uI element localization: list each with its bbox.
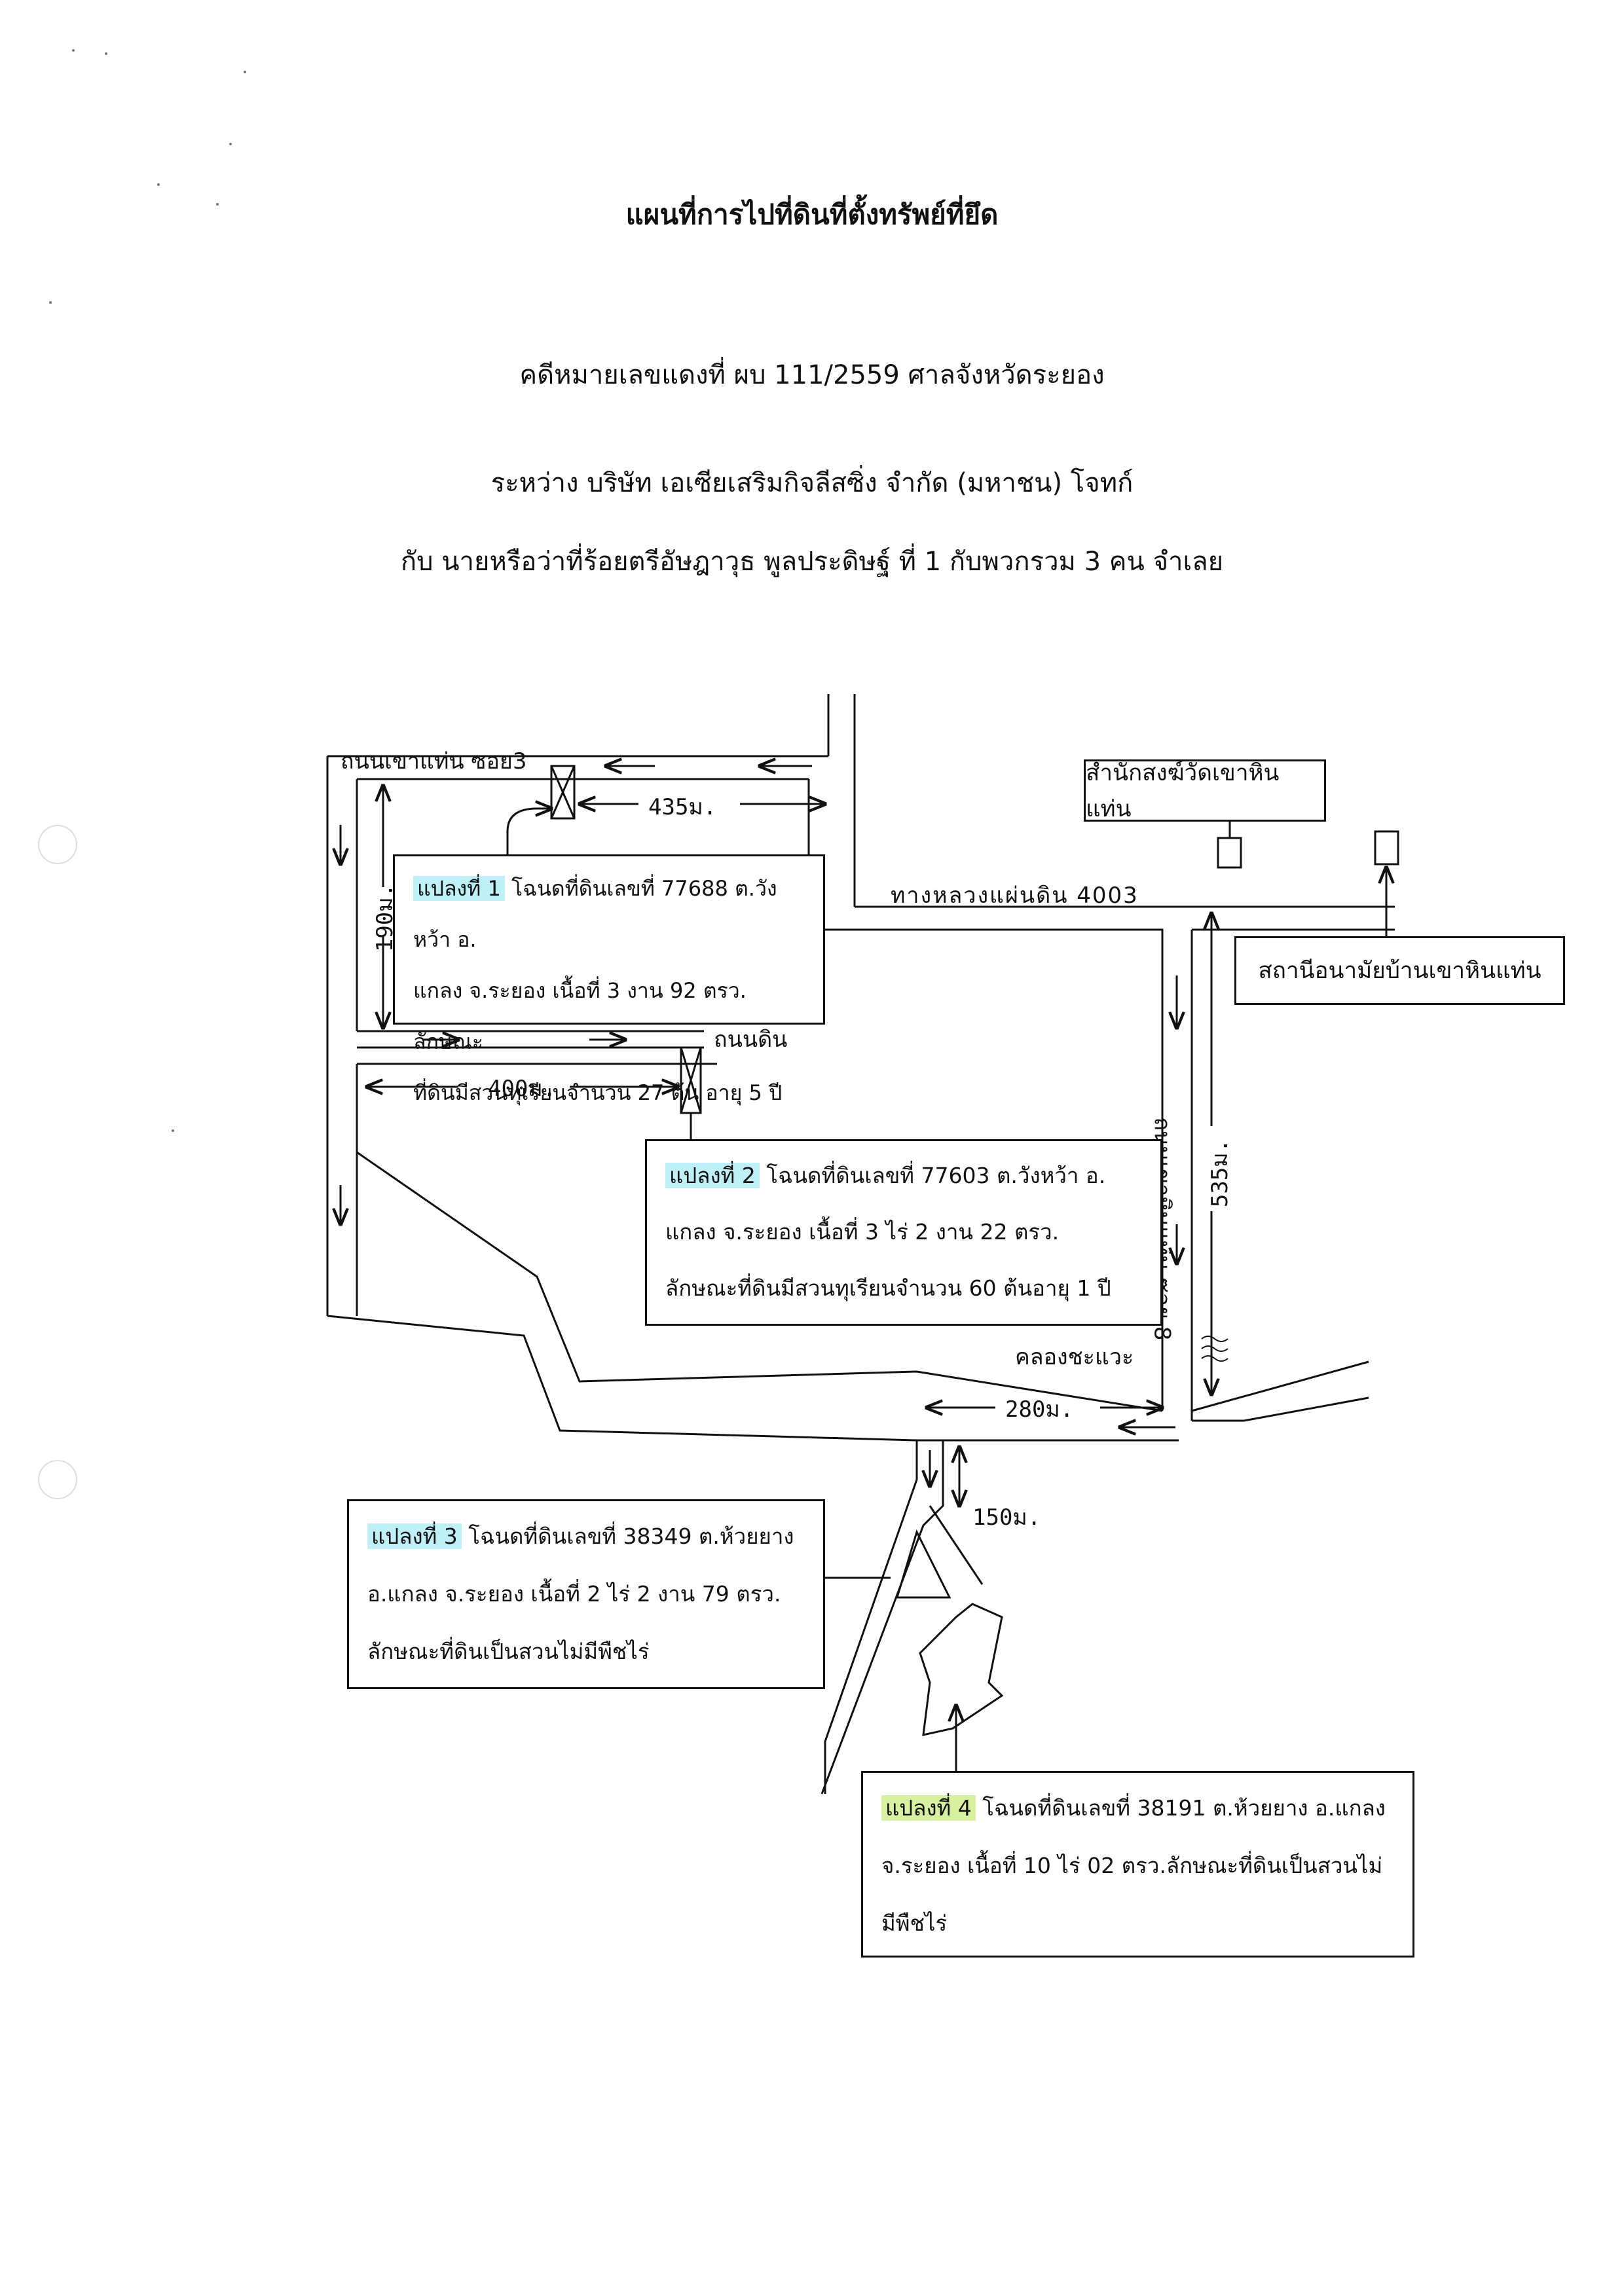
road-label-dirt: ถนนดิน <box>714 1027 788 1053</box>
temple-box: สำนักสงฆ์วัดเขาหินแท่น <box>1084 759 1326 822</box>
plot4-parcel <box>919 1603 1004 1736</box>
distance-535m: 535ม. <box>1207 1139 1234 1208</box>
scan-speck <box>105 52 107 55</box>
road-label-soi3: ถนนเขาแท่น ซอย3 <box>341 748 527 774</box>
canal-symbol <box>1201 1336 1228 1362</box>
plot3-road-edge <box>929 1505 984 1585</box>
punch-hole <box>38 825 77 864</box>
plot-1-line-2: แกลง จ.ระยอง เนื้อที่ 3 งาน 92 ตรว. ลักษ… <box>413 978 747 1054</box>
road-south-left <box>824 1440 918 1794</box>
plot-1-tag: แปลงที่ 1 <box>413 876 505 901</box>
temple-label: สำนักสงฆ์วัดเขาหินแท่น <box>1086 759 1280 822</box>
health-station-label: สถานีอนามัยบ้านเขาหินแท่น <box>1258 958 1541 984</box>
distance-280m: 280ม. <box>1005 1396 1074 1423</box>
plot1-entry-arrow <box>506 809 551 864</box>
page-title: แผนที่การไปที่ดินที่ตั้งทรัพย์ที่ยึด <box>625 198 999 230</box>
road-curve-lower <box>327 1315 1179 1442</box>
plot-2-line-3: ลักษณะที่ดินมีสวนทุเรียนจำนวน 60 ต้นอายุ… <box>665 1275 1111 1301</box>
scan-speck <box>72 49 75 52</box>
plot-1-line-3: ที่ดินมีสวนทุเรียนจำนวน 27 ต้น อายุ 5 ปี <box>413 1080 783 1105</box>
scan-speck <box>49 301 52 304</box>
canal-label: คลองชะแวะ <box>1015 1344 1134 1370</box>
plot-3-line-3: ลักษณะที่ดินเป็นสวนไม่มีพืชไร่ <box>367 1639 650 1664</box>
temple-marker <box>1217 837 1242 869</box>
plot-4-box: แปลงที่ 4 โฉนดที่ดินเลขที่ 38191 ต.ห้วยย… <box>861 1771 1414 1958</box>
plot-4-line-3: มีพืชไร่ <box>881 1910 948 1936</box>
plot-4-line-2: จ.ระยอง เนื้อที่ 10 ไร่ 02 ตรว.ลักษณะที่… <box>881 1853 1383 1878</box>
road-east-lower <box>1192 1396 1369 1422</box>
plot-1-box: แปลงที่ 1 โฉนดที่ดินเลขที่ 77688 ต.วังหว… <box>393 854 825 1105</box>
plot-3-line-2: อ.แกลง จ.ระยอง เนื้อที่ 2 ไร่ 2 งาน 79 ต… <box>367 1581 781 1607</box>
plot-2-tag: แปลงที่ 2 <box>665 1163 760 1188</box>
health-station-marker <box>1374 830 1399 866</box>
health-station-box: สถานีอนามัยบ้านเขาหินแท่น <box>1234 936 1565 1005</box>
plot-2-box: แปลงที่ 2 โฉนดที่ดินเลขที่ 77603 ต.วังหว… <box>645 1139 1162 1326</box>
scan-speck <box>216 203 219 206</box>
plot-3-box: แปลงที่ 3 โฉนดที่ดินเลขที่ 38349 ต.ห้วยย… <box>347 1499 825 1689</box>
scan-speck <box>244 71 246 73</box>
road-highway-bottom <box>809 928 1164 1411</box>
plot-2-line-2: แกลง จ.ระยอง เนื้อที่ 3 ไร่ 2 งาน 22 ตรว… <box>665 1219 1060 1245</box>
punch-hole <box>38 1460 77 1499</box>
scan-speck <box>157 183 160 186</box>
plot-3-line-1: แปลงที่ 3 โฉนดที่ดินเลขที่ 38349 ต.ห้วยย… <box>367 1508 805 1565</box>
road-south-right <box>821 1440 944 1795</box>
scan-speck <box>172 1129 174 1132</box>
distance-150m: 150ม. <box>972 1504 1041 1531</box>
parties-plaintiff-line: ระหว่าง บริษัท เอเซียเสริมกิจลีสซิ่ง จำก… <box>490 468 1134 498</box>
case-number-line: คดีหมายเลขแดงที่ ผบ 111/2559 ศาลจังหวัดร… <box>519 360 1105 390</box>
road-curve-upper <box>356 1151 1163 1412</box>
plot-4-tag: แปลงที่ 4 <box>881 1795 976 1821</box>
plot3-triangle <box>895 1529 951 1599</box>
distance-400m: 400ม. <box>488 1076 557 1102</box>
plot-3-tag: แปลงที่ 3 <box>367 1523 462 1549</box>
parties-defendant-line: กับ นายหรือว่าที่ร้อยตรีอัษฎาวุธ พูลประด… <box>400 547 1224 577</box>
scan-speck <box>229 143 232 145</box>
plot-1-line-1: แปลงที่ 1 โฉนดที่ดินเลขที่ 77688 ต.วังหว… <box>413 876 777 952</box>
distance-435m: 435ม. <box>648 794 717 820</box>
plot-4-line-1: แปลงที่ 4 โฉนดที่ดินเลขที่ 38191 ต.ห้วยย… <box>881 1779 1394 1837</box>
road-label-highway: ทางหลวงแผ่นดิน 4003 <box>891 883 1139 909</box>
plot-2-line-1: แปลงที่ 2 โฉนดที่ดินเลขที่ 77603 ต.วังหว… <box>665 1148 1142 1204</box>
